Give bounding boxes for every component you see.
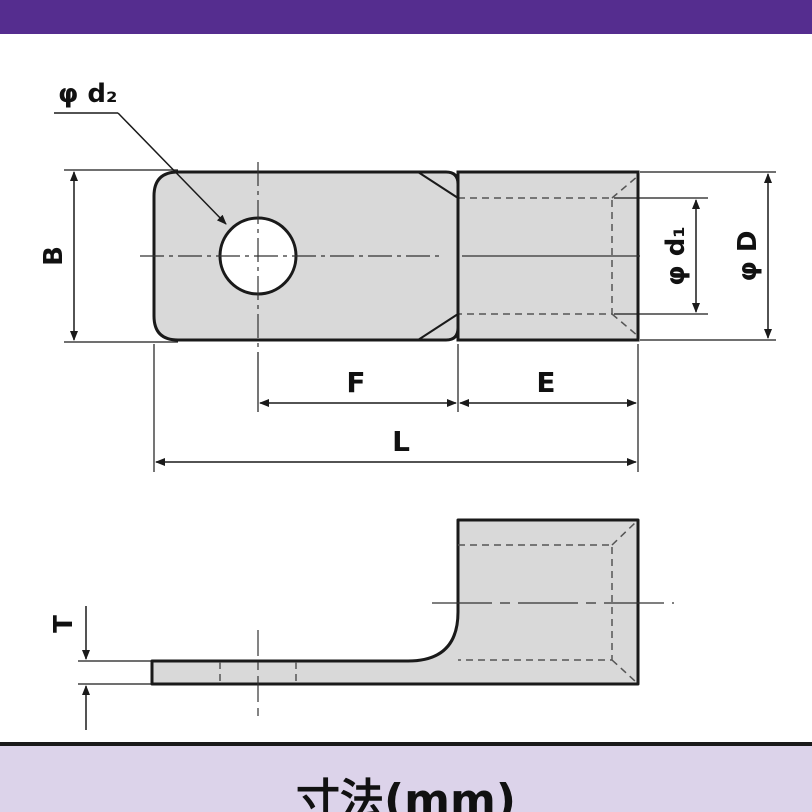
top-view: φ d₂ B φ d₁ φ D F E L (39, 79, 776, 472)
d1-label: φ d₁ (661, 226, 691, 285)
chamfer-lines (417, 171, 459, 341)
barrel-hidden-lines (458, 175, 639, 337)
side-view: T (49, 518, 674, 730)
lug-dimension-diagram: φ d₂ B φ d₁ φ D F E L T (39, 79, 776, 730)
header-bar (0, 0, 812, 34)
d2-label: φ d₂ (58, 79, 117, 109)
D-label: φ D (733, 231, 763, 282)
L-label: L (392, 425, 410, 458)
footer-band: 寸法(mm) (0, 746, 812, 812)
T-label: T (49, 615, 79, 633)
d1-extension-lines (614, 197, 708, 315)
D-extension-lines (640, 171, 776, 341)
B-extension-lines (64, 169, 178, 343)
side-hidden-lines (219, 521, 637, 683)
lug-side-profile (150, 518, 640, 686)
FEL-extension-lines (153, 344, 639, 472)
F-label: F (346, 366, 365, 399)
d2-leader-arrow (117, 112, 227, 225)
E-label: E (536, 366, 555, 399)
center-lines (140, 162, 442, 352)
B-label: B (39, 246, 69, 266)
footer-divider (0, 742, 812, 746)
T-extension-lines (78, 660, 152, 685)
dimensions-title: 寸法(mm) (296, 775, 516, 812)
